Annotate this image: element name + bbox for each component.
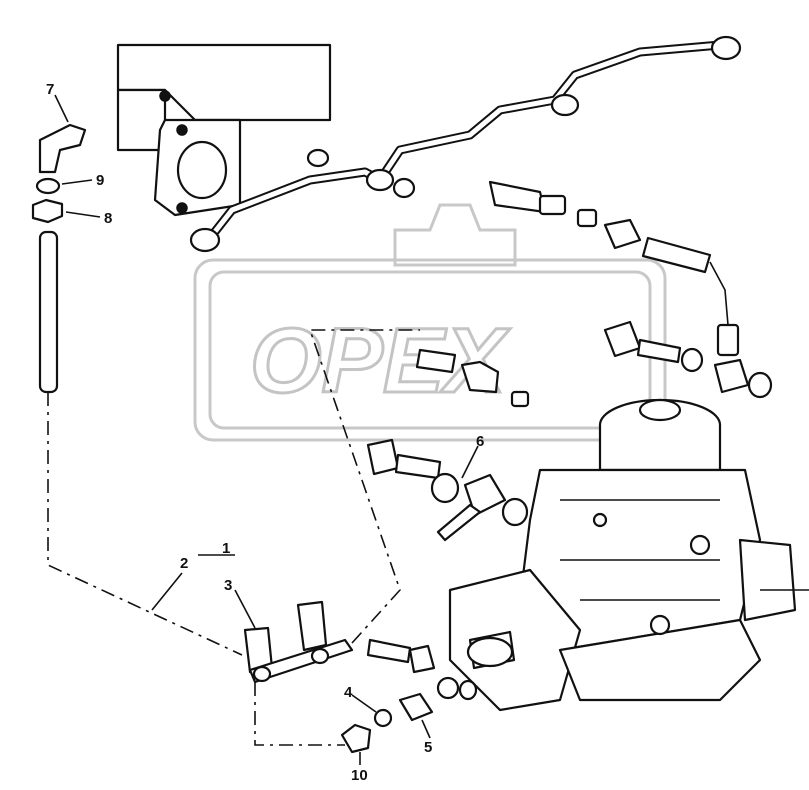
manifold-port [176, 140, 228, 200]
callout-8: 8 [104, 210, 112, 227]
callout-5: 5 [424, 739, 432, 756]
pipe-washer [306, 148, 330, 168]
callout-4: 4 [344, 684, 353, 701]
injection-pump [448, 398, 809, 712]
pipe-fitting [365, 168, 395, 192]
opex-watermark: OPEX [193, 203, 667, 442]
fitting-row-upper [392, 177, 740, 357]
pipe-fitting [710, 35, 742, 61]
manifold-bolt [176, 124, 188, 136]
callout-10: 10 [351, 767, 368, 784]
part-9-washer [35, 177, 61, 195]
callout-labels: 7 9 8 1 2 3 4 5 6 10 [46, 81, 484, 784]
return-bracket [243, 329, 420, 746]
fitting-row-middle [415, 320, 773, 408]
watermark-gear-outline [393, 203, 517, 267]
callout-3: 3 [224, 577, 232, 594]
part-5-fitting [398, 692, 434, 722]
pipe-fitting [550, 93, 580, 117]
pipe-fitting [189, 227, 221, 253]
banjo-fitting-6 [366, 438, 529, 542]
part-8-nut [31, 198, 64, 224]
injection-pipe [189, 35, 742, 253]
callout-1: 1 [222, 540, 230, 557]
watermark-text: OPEX [250, 310, 510, 412]
callout-6: 6 [476, 433, 484, 450]
hose-assembly [31, 123, 243, 656]
callout-9: 9 [96, 172, 104, 189]
callout-7: 7 [46, 81, 54, 98]
part-4-washer [373, 708, 393, 728]
callout-2: 2 [180, 555, 188, 572]
hose [38, 230, 59, 394]
lower-fittings [340, 638, 478, 754]
manifold-bolt [159, 90, 171, 102]
part-10-nut [340, 723, 372, 754]
intake-manifold [116, 43, 332, 217]
manifold-bolt [176, 202, 188, 214]
leader-lines [54, 94, 479, 765]
